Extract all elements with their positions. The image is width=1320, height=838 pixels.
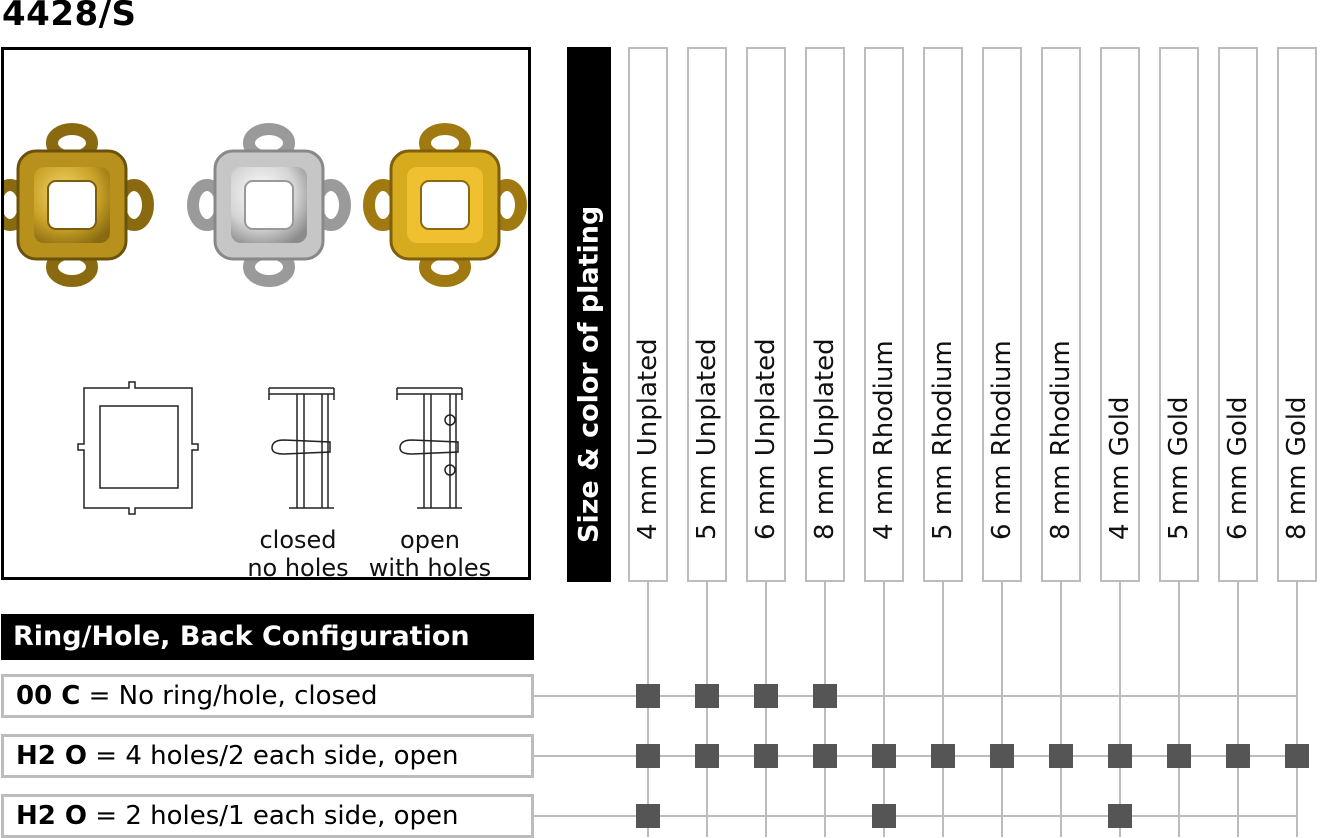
plating-header: Size & color of plating	[567, 47, 611, 582]
caption-closed-line1: closed	[259, 526, 337, 554]
caption-closed: closed no holes	[236, 526, 360, 582]
caption-open: open with holes	[360, 526, 500, 582]
plating-column-label: 8 mm Gold	[1282, 396, 1312, 540]
setting-illustrations	[4, 123, 527, 515]
setting-rhodium-image	[187, 123, 351, 287]
plating-column-label: 6 mm Unplated	[751, 338, 781, 540]
availability-marker	[636, 684, 660, 708]
availability-marker	[754, 744, 778, 768]
availability-marker	[695, 744, 719, 768]
plating-column: 6 mm Rhodium	[982, 47, 1022, 582]
availability-marker	[1285, 744, 1309, 768]
availability-marker	[754, 684, 778, 708]
plating-column-label: 4 mm Rhodium	[869, 340, 899, 540]
caption-closed-line2: no holes	[247, 554, 349, 582]
plating-column: 8 mm Unplated	[805, 47, 845, 582]
config-equals: =	[87, 801, 126, 831]
plating-column: 5 mm Unplated	[687, 47, 727, 582]
availability-marker	[1226, 744, 1250, 768]
caption-open-line1: open	[400, 526, 460, 554]
availability-marker	[1108, 804, 1132, 828]
plating-column: 4 mm Gold	[1100, 47, 1140, 582]
availability-marker	[636, 744, 660, 768]
plating-column: 6 mm Gold	[1218, 47, 1258, 582]
plating-column-label: 8 mm Unplated	[810, 338, 840, 540]
availability-marker	[872, 804, 896, 828]
side-view-closed-drawing	[268, 387, 335, 509]
availability-marker	[1167, 744, 1191, 768]
config-description: 4 holes/2 each side, open	[125, 741, 459, 771]
availability-marker	[813, 684, 837, 708]
plating-column: 4 mm Unplated	[628, 47, 668, 582]
plating-column: 8 mm Gold	[1277, 47, 1317, 582]
plating-column-label: 4 mm Unplated	[633, 338, 663, 540]
product-title: 4428/S	[2, 0, 137, 34]
caption-open-line2: with holes	[368, 554, 492, 582]
plating-header-label: Size & color of plating	[573, 205, 605, 543]
top-view-drawing	[77, 381, 199, 515]
plating-column-label: 6 mm Rhodium	[987, 340, 1017, 540]
config-code: H2 O	[16, 801, 88, 831]
plating-column: 5 mm Gold	[1159, 47, 1199, 582]
config-header: Ring/Hole, Back Configuration	[1, 614, 534, 660]
availability-marker	[813, 744, 837, 768]
availability-marker	[931, 744, 955, 768]
plating-column: 5 mm Rhodium	[923, 47, 963, 582]
availability-marker	[1049, 744, 1073, 768]
config-description: No ring/hole, closed	[118, 681, 378, 711]
availability-marker	[872, 744, 896, 768]
config-code: 00 C	[16, 681, 81, 711]
side-view-open-drawing	[396, 387, 463, 509]
config-equals: =	[80, 681, 119, 711]
plating-column: 4 mm Rhodium	[864, 47, 904, 582]
plating-column-label: 4 mm Gold	[1105, 396, 1135, 540]
config-row: H2 O = 2 holes/1 each side, open	[1, 794, 534, 838]
plating-column-label: 6 mm Gold	[1223, 396, 1253, 540]
setting-unplated-image	[4, 123, 154, 287]
plating-column-label: 5 mm Gold	[1164, 396, 1194, 540]
setting-gold-image	[363, 123, 527, 287]
availability-marker	[695, 684, 719, 708]
config-row: 00 C = No ring/hole, closed	[1, 674, 534, 718]
plating-column: 6 mm Unplated	[746, 47, 786, 582]
availability-marker	[990, 744, 1014, 768]
plating-column: 8 mm Rhodium	[1041, 47, 1081, 582]
availability-marker	[636, 804, 660, 828]
config-description: 2 holes/1 each side, open	[125, 801, 459, 831]
product-image-panel: closed no holes open with holes	[1, 47, 531, 582]
config-code: H2 O	[16, 741, 88, 771]
plating-column-label: 5 mm Unplated	[692, 338, 722, 540]
config-row: H2 O = 4 holes/2 each side, open	[1, 734, 534, 778]
config-equals: =	[87, 741, 126, 771]
plating-column-label: 8 mm Rhodium	[1046, 340, 1076, 540]
plating-column-label: 5 mm Rhodium	[928, 340, 958, 540]
availability-marker	[1108, 744, 1132, 768]
